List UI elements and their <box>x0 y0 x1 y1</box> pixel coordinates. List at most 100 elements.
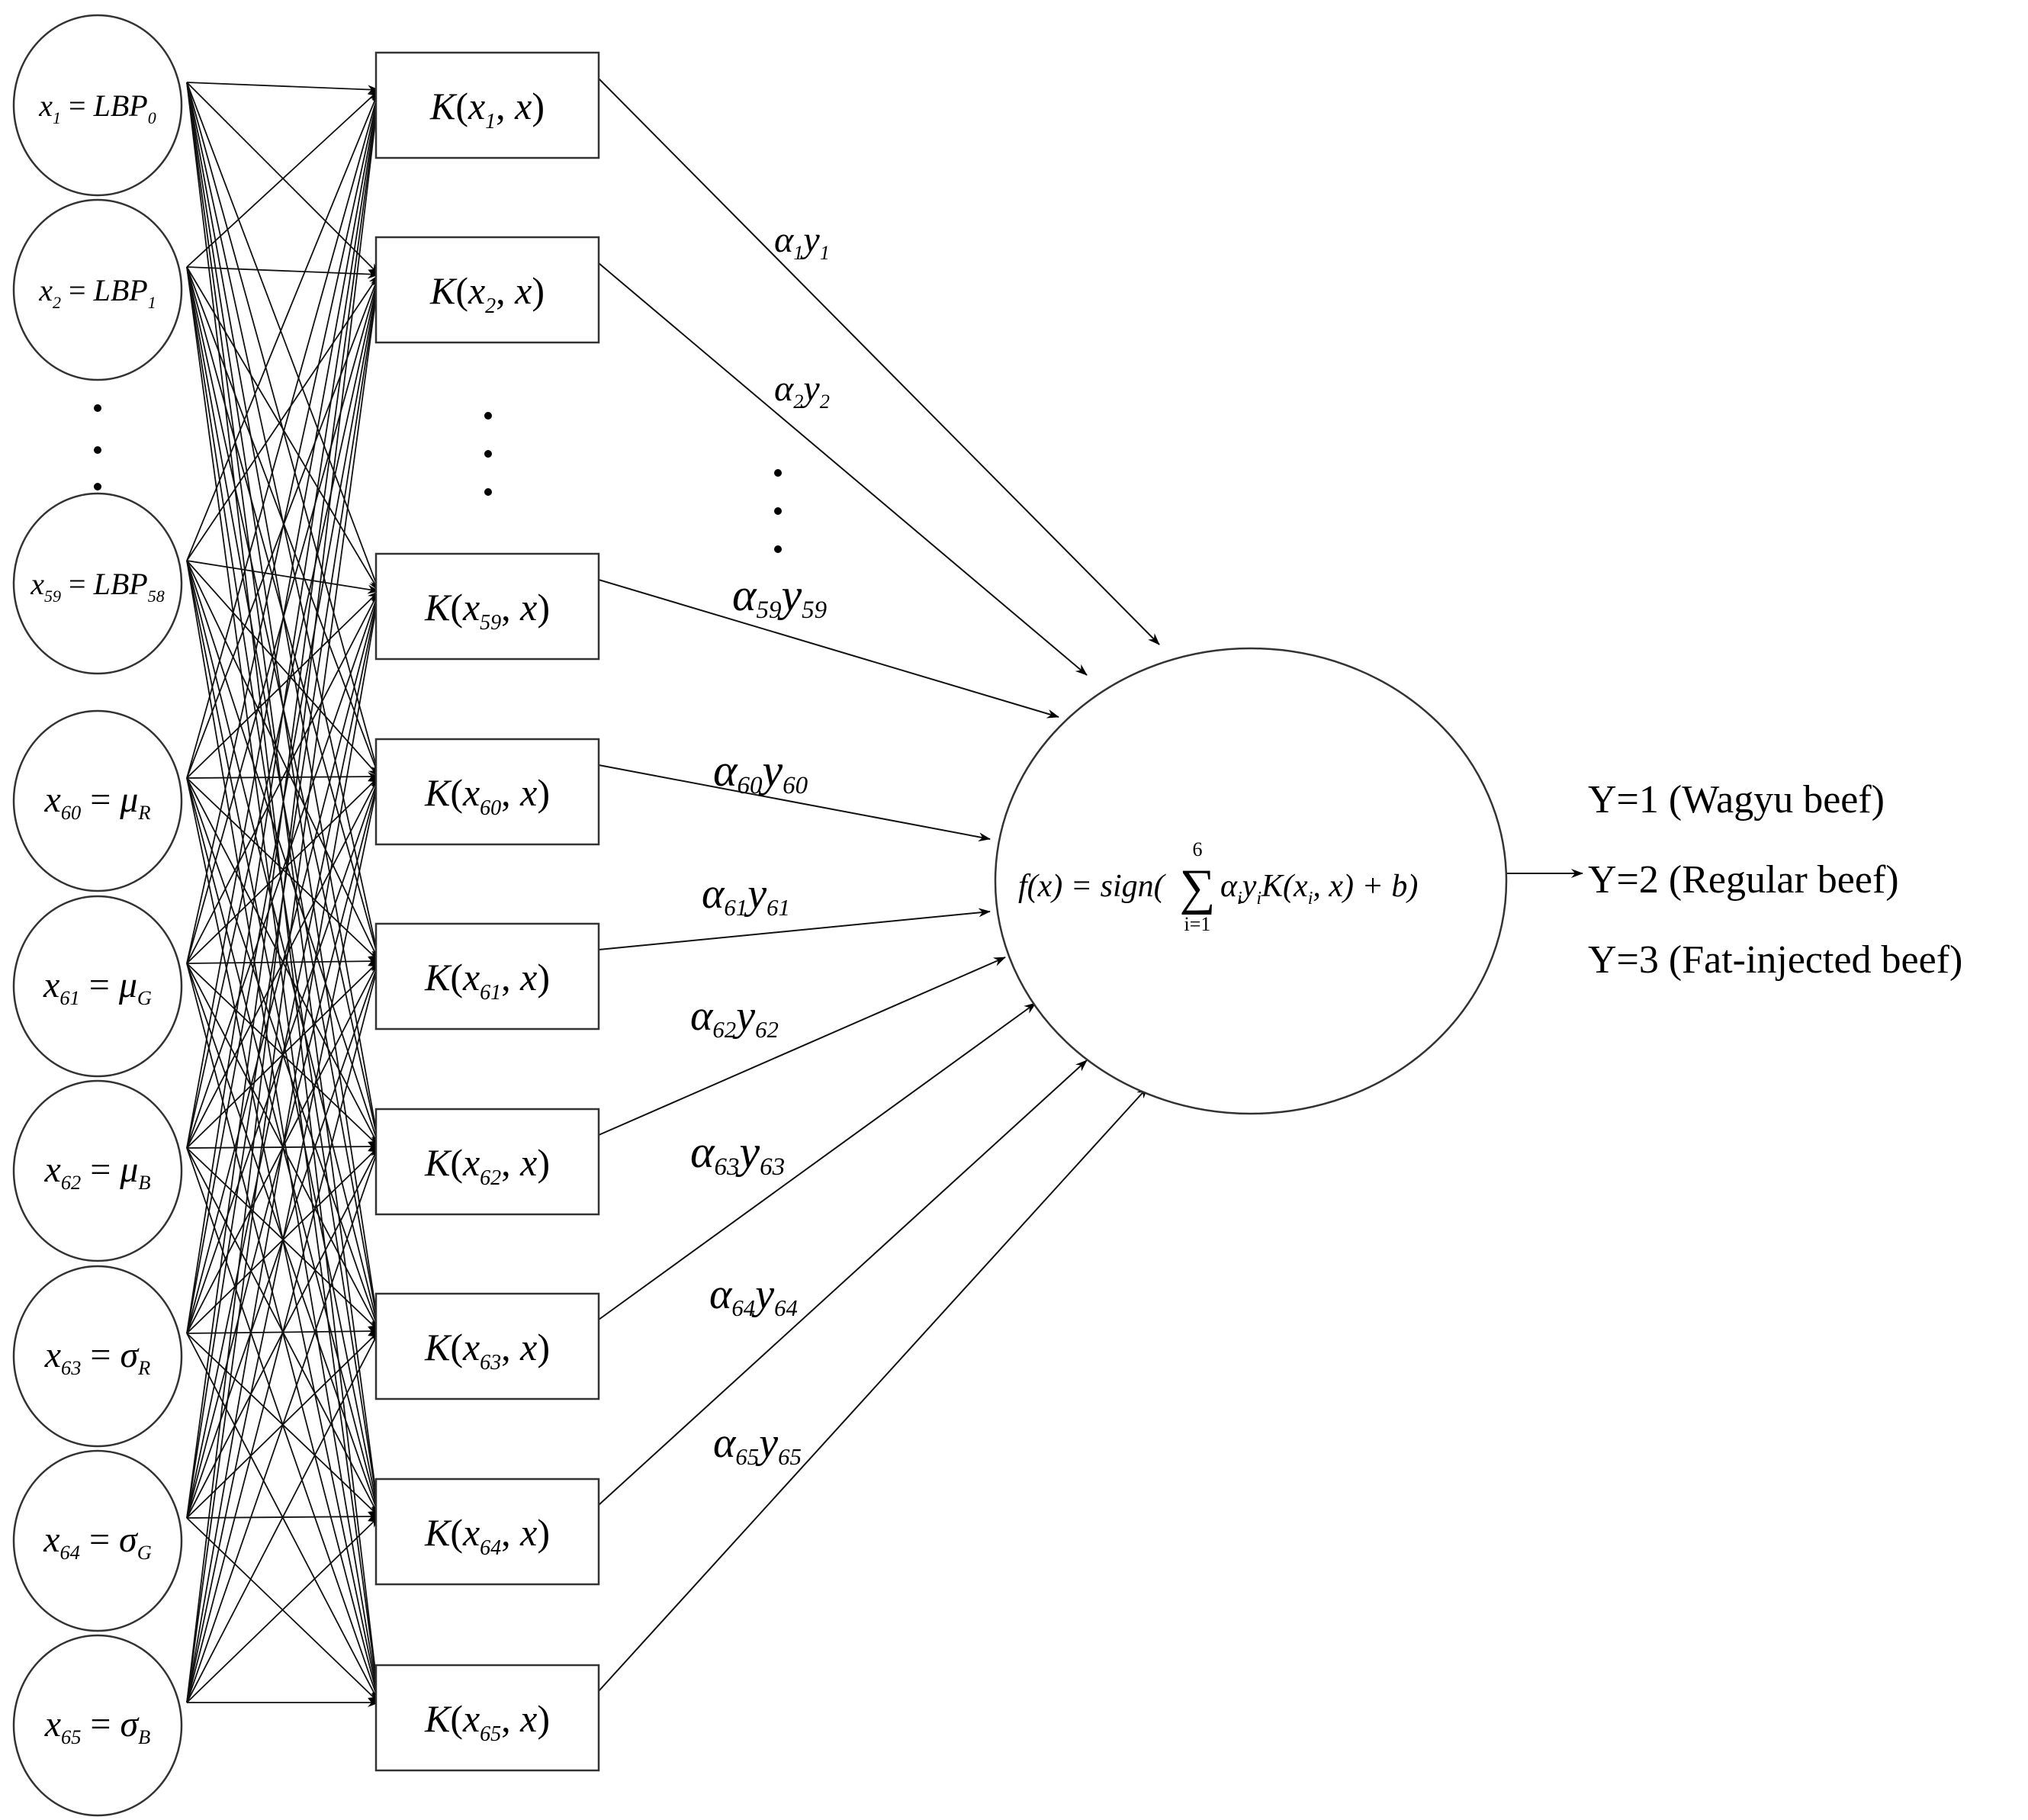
kernel-box <box>374 738 600 846</box>
ellipsis-dot <box>484 488 492 496</box>
kernel-output-edge <box>598 1002 1036 1320</box>
kernel-output-edge <box>598 764 991 842</box>
input-kernel-edge <box>186 89 382 1334</box>
input-node-label: x1 = LBP0 <box>38 88 156 127</box>
input-kernel-edge <box>186 560 381 1147</box>
weight-label: α60y60 <box>713 745 808 799</box>
input-kernel-edge <box>186 89 382 1149</box>
ellipsis-dot <box>94 404 101 412</box>
decision-function-tail: αiyiK(xi, x) + b) <box>1220 869 1418 908</box>
kernel-label: K(x62, x) <box>424 1141 550 1190</box>
summation-upper: 6 <box>1193 838 1203 860</box>
kernel-label: K(x1, x) <box>429 85 545 133</box>
edges-layer <box>186 78 1583 1707</box>
kernel-output-edge <box>598 1060 1088 1506</box>
input-kernel-edge <box>186 89 380 561</box>
input-kernel-edge <box>186 1330 380 1703</box>
input-node-label: x64 = σG <box>43 1519 152 1564</box>
input-node-label: x63 = σR <box>44 1335 151 1379</box>
input-node-label: x60 = μR <box>44 780 151 824</box>
kernel-box <box>374 1664 600 1772</box>
ellipsis-dot <box>774 507 782 515</box>
nodes-layer <box>12 14 1508 1817</box>
kernel-label: K(x59, x) <box>424 586 550 635</box>
input-kernel-edge <box>186 590 380 1149</box>
weight-label: α61y61 <box>702 870 790 921</box>
input-kernel-edge <box>186 590 382 1703</box>
kernel-output-edge <box>598 908 991 950</box>
input-kernel-edge <box>186 560 380 594</box>
input-node <box>12 198 183 381</box>
kernel-label: K(x65, x) <box>424 1697 550 1746</box>
kernel-output-edge <box>598 78 1160 645</box>
kernel-output-edge <box>598 957 1006 1136</box>
input-kernel-edge <box>186 590 380 964</box>
input-kernel-edge <box>186 776 381 1703</box>
input-kernel-edge <box>186 266 380 279</box>
ellipsis-dot <box>484 412 492 420</box>
input-node-label: x59 = LBP58 <box>30 567 164 606</box>
input-node-label: x65 = σB <box>44 1704 151 1748</box>
kernel-box <box>374 552 600 661</box>
ellipsis-dot <box>94 446 101 454</box>
kernel-box <box>374 51 600 159</box>
kernel-label: K(x63, x) <box>424 1326 550 1375</box>
input-kernel-edge <box>186 960 381 1703</box>
input-node <box>12 709 183 892</box>
input-node <box>12 895 183 1078</box>
summation-lower: i=1 <box>1184 913 1211 935</box>
input-node <box>12 1079 183 1262</box>
kernel-label: K(x2, x) <box>429 269 545 318</box>
input-kernel-edge <box>186 266 381 1147</box>
kernel-label: K(x64, x) <box>424 1511 550 1560</box>
input-kernel-edge <box>186 590 381 1334</box>
ellipsis-dot <box>774 545 782 553</box>
input-node <box>12 492 183 675</box>
ellipsis-dot <box>774 469 782 477</box>
input-kernel-edge <box>186 266 380 592</box>
weight-label: α64y64 <box>709 1271 798 1321</box>
input-node-label: x2 = LBP1 <box>38 273 156 312</box>
input-node <box>12 1634 183 1817</box>
kernel-box <box>374 1292 600 1400</box>
output-node <box>994 647 1508 1115</box>
input-kernel-edge <box>186 266 381 962</box>
input-kernel-edge <box>186 89 380 268</box>
decision-function: f(x) = sign( <box>1018 869 1167 904</box>
input-kernel-edge <box>186 560 381 1517</box>
input-kernel-edge <box>186 89 382 1519</box>
kernel-output-edge <box>598 579 1059 719</box>
input-kernel-edge <box>186 82 380 95</box>
weight-label: α65y65 <box>713 1420 802 1470</box>
input-kernel-edge <box>186 1146 380 1703</box>
weight-label: α62y62 <box>690 992 779 1043</box>
input-kernel-edge <box>186 560 380 777</box>
output-class-label: Y=3 (Fat-injected beef) <box>1588 938 1962 982</box>
kernel-box <box>374 1108 600 1216</box>
output-class-label: Y=1 (Wagyu beef) <box>1588 778 1885 822</box>
input-node-label: x61 = μG <box>43 965 152 1009</box>
input-kernel-edge <box>186 89 381 964</box>
input-kernel-edge <box>186 89 383 1703</box>
kernel-label: K(x61, x) <box>424 956 550 1005</box>
ellipsis-dot <box>484 450 492 458</box>
weight-label: α63y63 <box>690 1127 785 1181</box>
input-kernel-edge <box>186 82 380 592</box>
ellipsis-dot <box>94 483 101 490</box>
kernel-box <box>374 1478 600 1586</box>
input-node <box>12 1449 183 1632</box>
labels-layer: x1 = LBP0 x2 = LBP1 x59 = LBP58 x60 = μR x61… <box>30 85 1962 1748</box>
kernel-output-edge <box>598 262 1088 676</box>
input-kernel-edge <box>186 89 381 779</box>
weight-label: α1y1 <box>774 220 830 264</box>
input-node <box>12 14 183 197</box>
input-kernel-edge <box>186 560 382 1703</box>
input-kernel-edge <box>186 274 382 1703</box>
weight-label: α59y59 <box>732 570 827 624</box>
weight-label: α2y2 <box>774 368 830 413</box>
summation-sign: ∑ <box>1179 860 1215 915</box>
input-node-label: x62 = μB <box>44 1150 151 1194</box>
input-kernel-edge <box>186 590 381 1519</box>
